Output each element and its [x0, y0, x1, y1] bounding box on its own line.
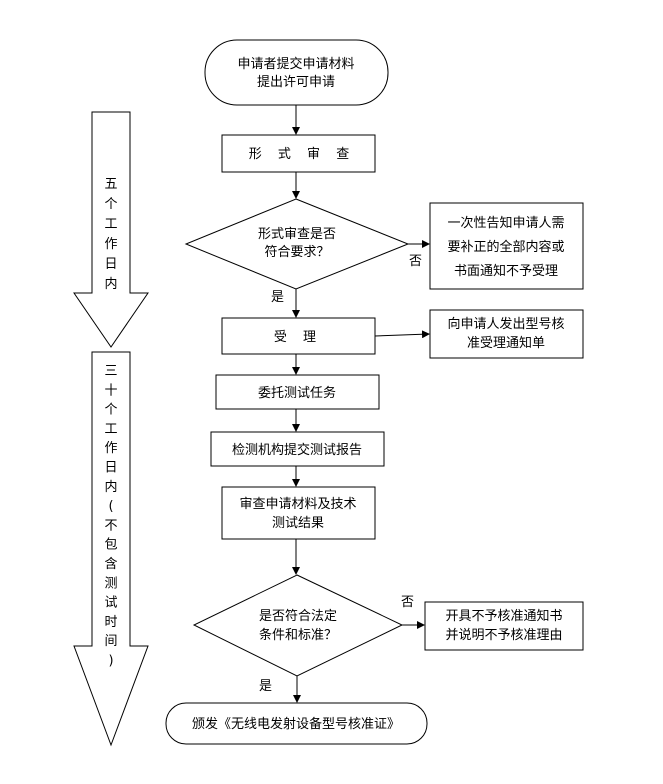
correction-notice-text: 一次性告知申请人需要补正的全部内容或书面通知不予受理 — [447, 215, 564, 279]
timeline-arrow-1 — [73, 111, 149, 348]
requirements-decision: 形式审查是否符合要求？ — [184, 198, 410, 290]
formal-review-text: 形 式 审 查 — [249, 147, 355, 162]
review-materials-text: 审查申请材料及技术测试结果 — [239, 497, 356, 531]
start-node-text: 申请者提交申请材料提出许可申请 — [237, 56, 354, 90]
accept-text: 受 理 — [274, 330, 322, 345]
requirements-decision-text: 形式审查是否符合要求？ — [258, 227, 336, 260]
timeline-label-2: 三十个工作日内(不包含测试时间) — [104, 364, 117, 669]
commission-test-text: 委托测试任务 — [258, 385, 336, 401]
legal-decision: 是否符合法定条件和标准？ — [192, 574, 404, 677]
timeline-phase-2: 三十个工作日内(不包含测试时间) — [73, 351, 149, 747]
certificate-text: 颁发《无线电发射设备型号核准证》 — [192, 716, 400, 732]
submit-report-text: 检测机构提交测试报告 — [232, 442, 362, 458]
accept-box: 受 理 — [221, 317, 376, 355]
edge-label-no-2: 否 — [401, 595, 414, 610]
formal-review-box: 形 式 审 查 — [221, 134, 376, 173]
commission-test-box: 委托测试任务 — [215, 374, 380, 410]
certificate-node: 颁发《无线电发射设备型号核准证》 — [165, 702, 428, 745]
connectors — [292, 105, 430, 703]
timeline-arrow-2 — [73, 351, 149, 747]
rejection-notice-box: 开具不予核准通知书并说明不予核准理由 — [424, 601, 584, 651]
acceptance-notice-box: 向申请人发出型号核准受理通知单 — [429, 309, 584, 359]
correction-notice-box: 一次性告知申请人需要补正的全部内容或书面通知不予受理 — [429, 202, 584, 290]
edge-label-no-1: 否 — [409, 254, 422, 269]
acceptance-notice-text: 向申请人发出型号核准受理通知单 — [447, 316, 564, 351]
submit-report-box: 检测机构提交测试报告 — [210, 431, 385, 467]
timeline-label-1: 五个工作日内 — [104, 177, 117, 292]
edge-label-yes-1: 是 — [271, 290, 284, 305]
edge-accept-to-notice — [374, 330, 430, 339]
legal-decision-text: 是否符合法定条件和标准？ — [259, 608, 337, 643]
timeline-phase-1: 五个工作日内 — [73, 111, 149, 348]
edge-label-yes-2: 是 — [259, 679, 272, 694]
start-node: 申请者提交申请材料提出许可申请 — [204, 39, 389, 106]
review-materials-box: 审查申请材料及技术测试结果 — [221, 486, 376, 540]
rejection-notice-text: 开具不予核准通知书并说明不予核准理由 — [445, 608, 562, 643]
